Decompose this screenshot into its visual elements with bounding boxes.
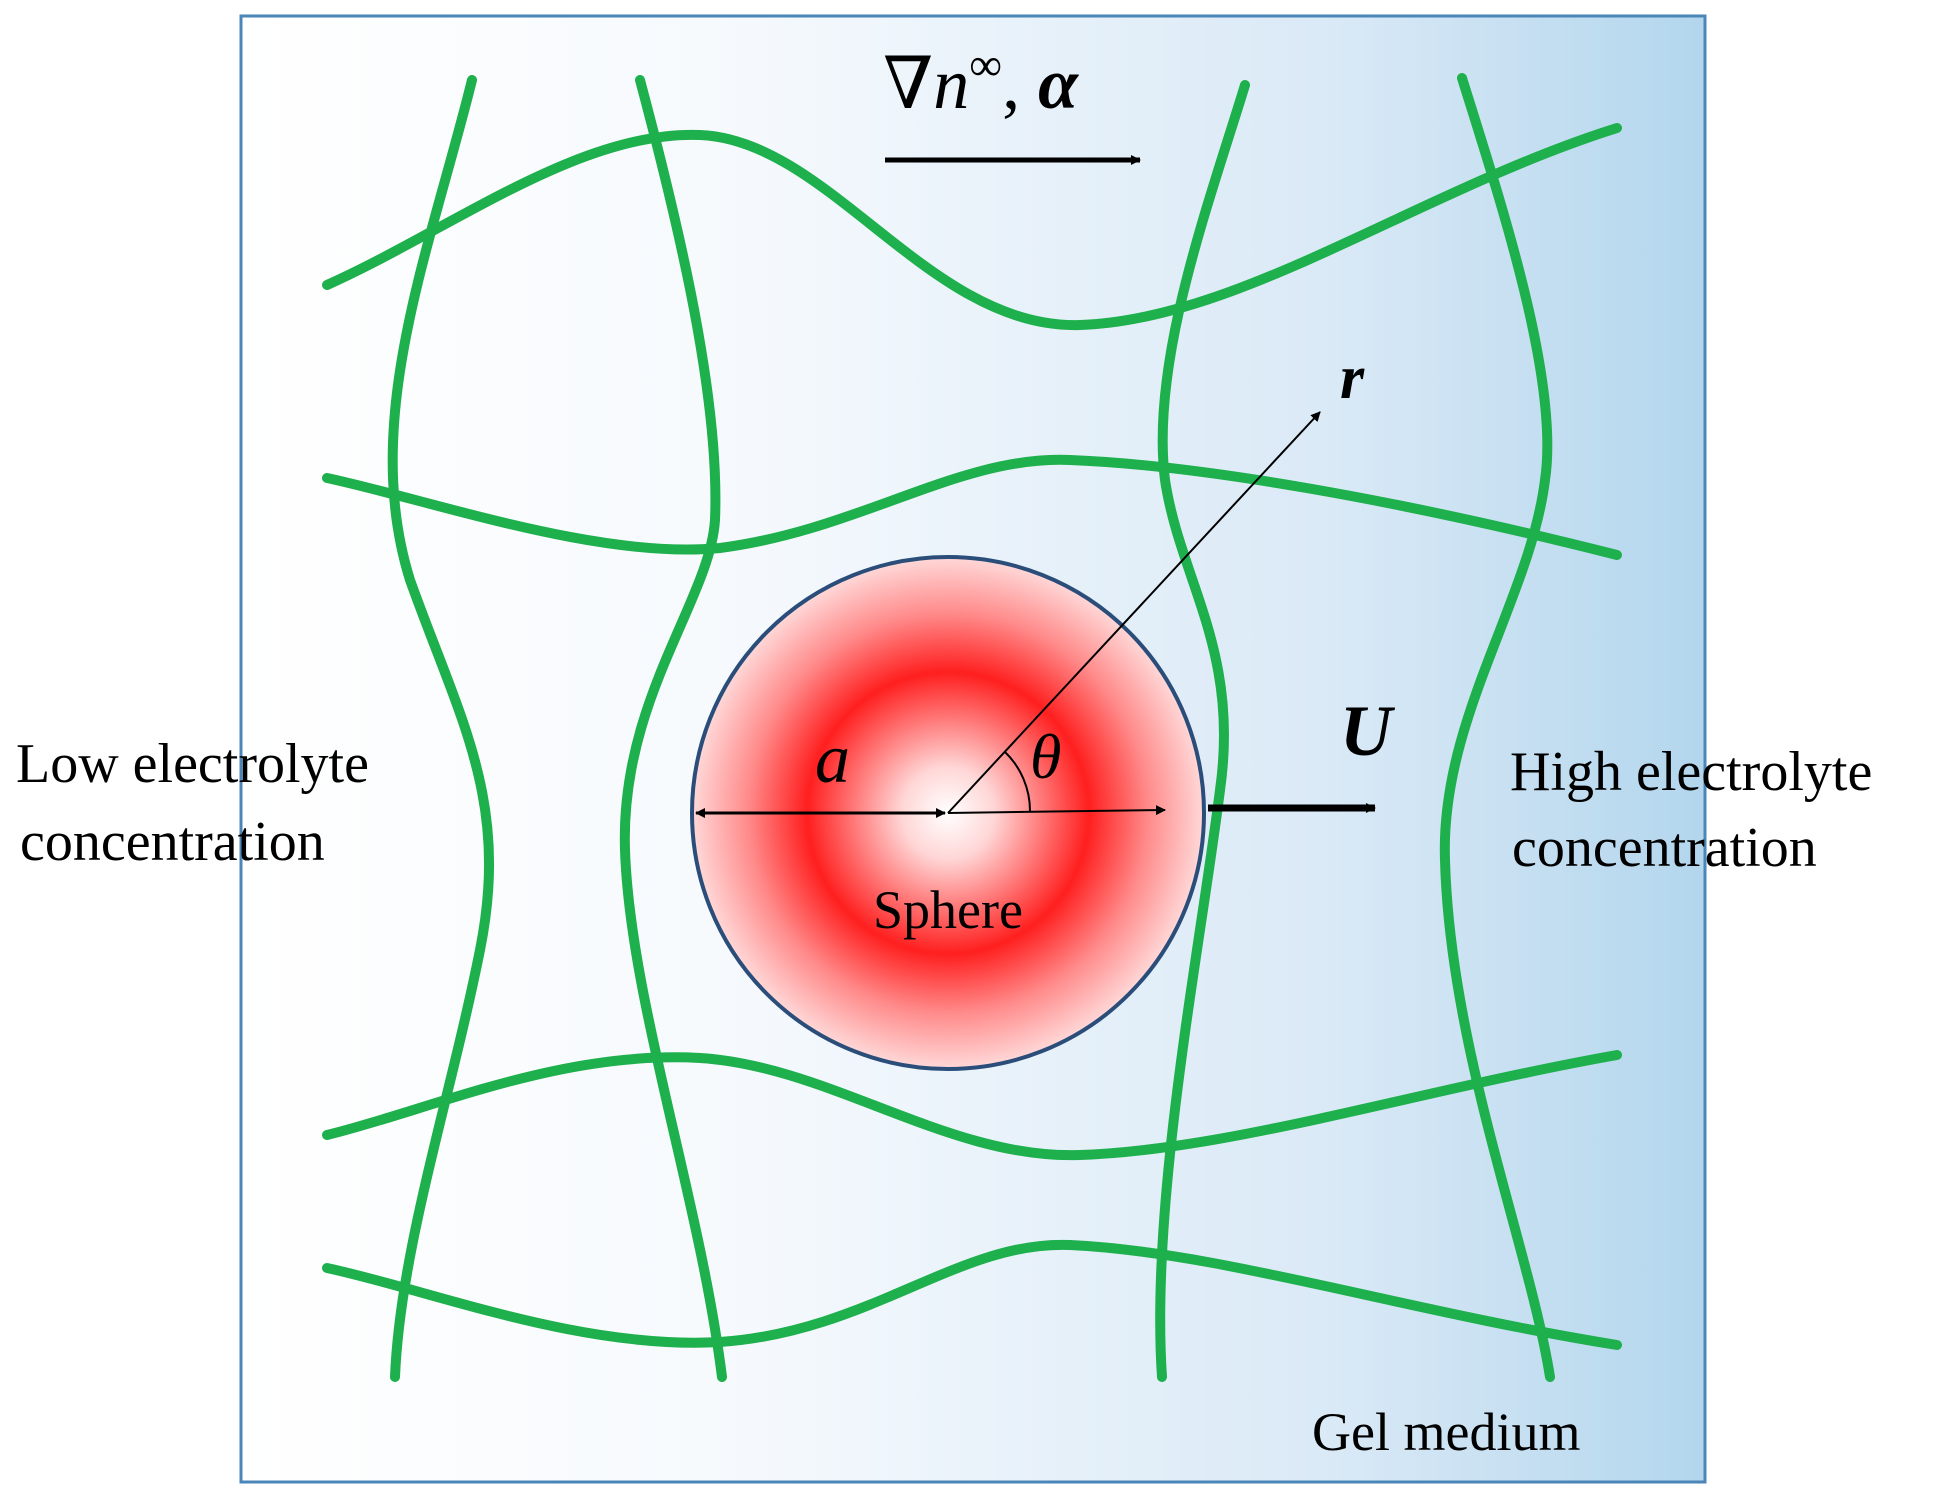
high-concentration-line1: High electrolyte bbox=[1510, 741, 1872, 803]
high-concentration-line2: concentration bbox=[1512, 817, 1817, 879]
fiber-h3 bbox=[322, 1050, 1622, 1161]
fiber-v4 bbox=[1439, 73, 1555, 1382]
axis-arrow bbox=[947, 805, 1166, 816]
angle-arc bbox=[1004, 751, 1032, 812]
angle-label: θ bbox=[1030, 721, 1061, 792]
fiber-h2 bbox=[322, 454, 1622, 560]
fiber-v2 bbox=[619, 75, 727, 1382]
radius-label: a bbox=[815, 721, 850, 798]
gel-fibers bbox=[322, 73, 1622, 1382]
fiber-h1 bbox=[322, 123, 1622, 331]
low-concentration-line1: Low electrolyte bbox=[16, 733, 369, 795]
r-label: r bbox=[1340, 344, 1365, 412]
gradient-label: ∇n∞, α bbox=[883, 39, 1079, 124]
gel-medium-label: Gel medium bbox=[1312, 1402, 1580, 1462]
velocity-label: U bbox=[1340, 691, 1396, 771]
fiber-v1 bbox=[387, 75, 495, 1382]
fiber-h4 bbox=[322, 1239, 1622, 1350]
fiber-v3 bbox=[1155, 80, 1250, 1382]
low-concentration-line2: concentration bbox=[20, 811, 325, 873]
sphere-label: Sphere bbox=[873, 880, 1023, 940]
r-vector-arrow bbox=[947, 411, 1321, 814]
